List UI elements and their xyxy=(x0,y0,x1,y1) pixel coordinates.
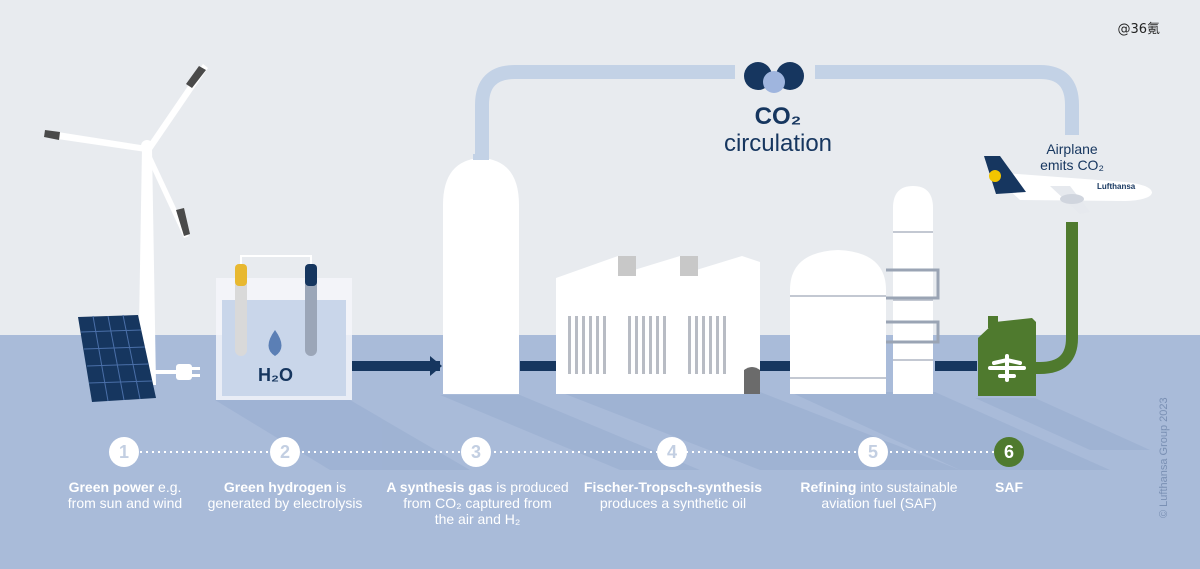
pipeline-3-4 xyxy=(520,361,560,371)
copyright: © Lufthansa Group 2023 xyxy=(1158,397,1170,518)
synthesis-gas-tank-icon xyxy=(443,154,519,394)
airplane-label-line1: Airplane xyxy=(1046,141,1098,157)
step-6-bold: SAF xyxy=(995,479,1023,495)
step-6-text: SAF xyxy=(984,479,1034,495)
step-2-text: Green hydrogen is generated by electroly… xyxy=(195,479,375,511)
step-2-number: 2 xyxy=(270,437,300,467)
airplane-label: Airplane emits CO₂ xyxy=(1022,141,1122,173)
step-4-bold: Fischer-Tropsch-synthesis xyxy=(583,479,763,495)
step-5-bold: Refining xyxy=(800,479,857,495)
step-1-bold: Green power xyxy=(68,479,155,495)
airline-logo-text: Lufthansa xyxy=(1097,182,1136,191)
step-5-line2: aviation fuel (SAF) xyxy=(821,495,937,511)
step-1-line2: from sun and wind xyxy=(67,495,183,511)
step-1-text: Green power e.g. from sun and wind xyxy=(50,479,200,511)
step-2-bold: Green hydrogen xyxy=(223,479,333,495)
step-1-rest: e.g. xyxy=(154,479,182,495)
factory-icon xyxy=(556,256,760,394)
co2-title: CO₂ xyxy=(754,103,802,130)
co2-pipe-right xyxy=(815,65,1079,135)
refinery-icon xyxy=(790,186,940,394)
step-2-line2: generated by electrolysis xyxy=(207,495,363,511)
step-4-text: Fischer-Tropsch-synthesis produces a syn… xyxy=(582,479,764,511)
step-3-rest: is produced xyxy=(492,479,569,495)
pipeline-5-6 xyxy=(935,361,977,371)
co2-molecule-icon xyxy=(744,62,804,93)
step-5-rest: into sustainable xyxy=(856,479,958,495)
step-4-line2: produces a synthetic oil xyxy=(599,495,747,511)
airplane-label-line2: emits CO₂ xyxy=(1040,157,1104,173)
step-2-rest: is xyxy=(332,479,347,495)
step-3-text: A synthesis gas is produced from CO₂ cap… xyxy=(380,479,575,527)
step-6-number: 6 xyxy=(994,437,1024,467)
step-5-text: Refining into sustainable aviation fuel … xyxy=(790,479,968,511)
step-5-number: 5 xyxy=(858,437,888,467)
step-3-line3: the air and H₂ xyxy=(434,511,521,527)
step-1-number: 1 xyxy=(109,437,139,467)
step-3-number: 3 xyxy=(461,437,491,467)
wind-turbine-icon xyxy=(44,64,208,385)
pipeline-2-3 xyxy=(352,361,440,371)
step-4-number: 4 xyxy=(657,437,687,467)
h2o-label: H₂O xyxy=(258,365,293,385)
saf-jerrycan-icon xyxy=(978,316,1036,396)
step-3-bold: A synthesis gas xyxy=(386,479,493,495)
co2-circulation-label: CO₂ circulation xyxy=(700,104,856,158)
saf-pipe xyxy=(1030,222,1078,374)
watermark: @36氪 xyxy=(1117,22,1160,37)
airplane-icon xyxy=(984,156,1152,214)
pipeline-4-5 xyxy=(760,361,792,371)
step-3-line2: from CO₂ captured from xyxy=(403,495,552,511)
co2-subtitle: circulation xyxy=(723,130,833,157)
solar-panel-icon xyxy=(78,314,200,402)
co2-pipe-left xyxy=(475,65,735,160)
electrolysis-tank-icon xyxy=(216,255,352,400)
